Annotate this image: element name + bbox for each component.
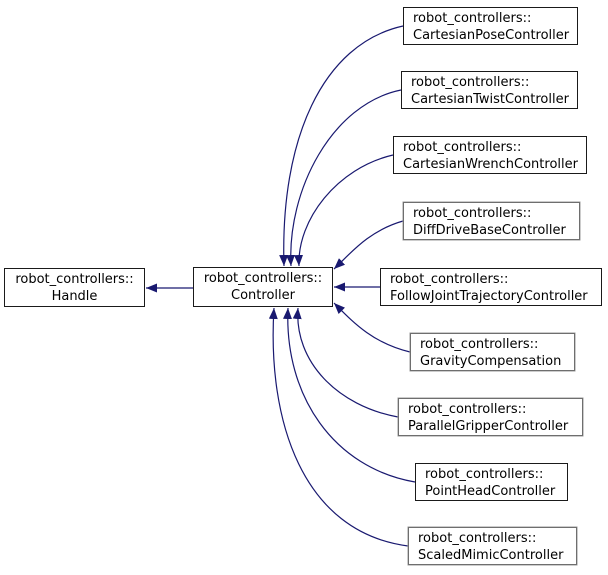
- class-name: GravityCompensation: [420, 354, 562, 369]
- class-namespace: robot_controllers::: [413, 206, 532, 221]
- class-node-follow-joint-trajectory-controller[interactable]: robot_controllers:: FollowJointTrajector…: [380, 268, 602, 306]
- inheritance-edge-gravitycompensation-to-controller: [333, 302, 411, 353]
- class-node-point-head-controller[interactable]: robot_controllers:: PointHeadController: [415, 463, 568, 501]
- inheritance-edge-pointhead-to-controller: [283, 307, 416, 483]
- class-node-handle[interactable]: robot_controllers:: Handle: [4, 268, 145, 307]
- class-namespace: robot_controllers::: [413, 11, 532, 26]
- class-name: ParallelGripperController: [408, 419, 569, 434]
- class-node-cartesian-wrench-controller[interactable]: robot_controllers:: CartesianWrenchContr…: [393, 136, 587, 174]
- class-name: PointHeadController: [425, 484, 556, 499]
- inheritance-edge-cartesiantwist-to-controller: [285, 89, 402, 267]
- inheritance-edge-scaledmimic-to-controller: [268, 307, 409, 547]
- class-node-controller[interactable]: robot_controllers:: Controller: [193, 267, 333, 307]
- inheritance-edge-cartesianwrench-to-controller: [294, 154, 394, 267]
- class-name: CartesianWrenchController: [403, 157, 578, 172]
- class-name: CartesianPoseController: [413, 28, 570, 43]
- class-name: ScaledMimicController: [418, 548, 564, 563]
- class-node-scaled-mimic-controller[interactable]: robot_controllers:: ScaledMimicControlle…: [408, 527, 577, 565]
- class-name: Controller: [231, 288, 295, 303]
- class-namespace: robot_controllers::: [390, 272, 509, 287]
- class-namespace: robot_controllers::: [203, 271, 323, 286]
- inheritance-edge-diffdrivebase-to-controller: [333, 220, 404, 270]
- class-node-cartesian-pose-controller[interactable]: robot_controllers:: CartesianPoseControl…: [403, 7, 578, 45]
- class-namespace: robot_controllers::: [420, 337, 539, 352]
- class-namespace: robot_controllers::: [403, 140, 522, 155]
- inheritance-edge-cartesianpose-to-controller: [279, 25, 404, 267]
- class-node-parallel-gripper-controller[interactable]: robot_controllers:: ParallelGripperContr…: [398, 398, 583, 436]
- class-node-gravity-compensation[interactable]: robot_controllers:: GravityCompensation: [410, 333, 575, 371]
- class-node-diff-drive-base-controller[interactable]: robot_controllers:: DiffDriveBaseControl…: [403, 202, 580, 240]
- class-name: FollowJointTrajectoryController: [390, 289, 588, 304]
- class-namespace: robot_controllers::: [418, 531, 537, 546]
- class-node-cartesian-twist-controller[interactable]: robot_controllers:: CartesianTwistContro…: [401, 71, 578, 109]
- class-namespace: robot_controllers::: [408, 402, 527, 417]
- class-name: DiffDriveBaseController: [413, 223, 566, 238]
- class-namespace: robot_controllers::: [411, 75, 530, 90]
- class-name: CartesianTwistController: [411, 92, 569, 107]
- class-namespace: robot_controllers::: [15, 272, 134, 287]
- class-namespace: robot_controllers::: [425, 467, 544, 482]
- class-name: Handle: [51, 289, 98, 304]
- inheritance-edge-parallelgripper-to-controller: [292, 307, 399, 418]
